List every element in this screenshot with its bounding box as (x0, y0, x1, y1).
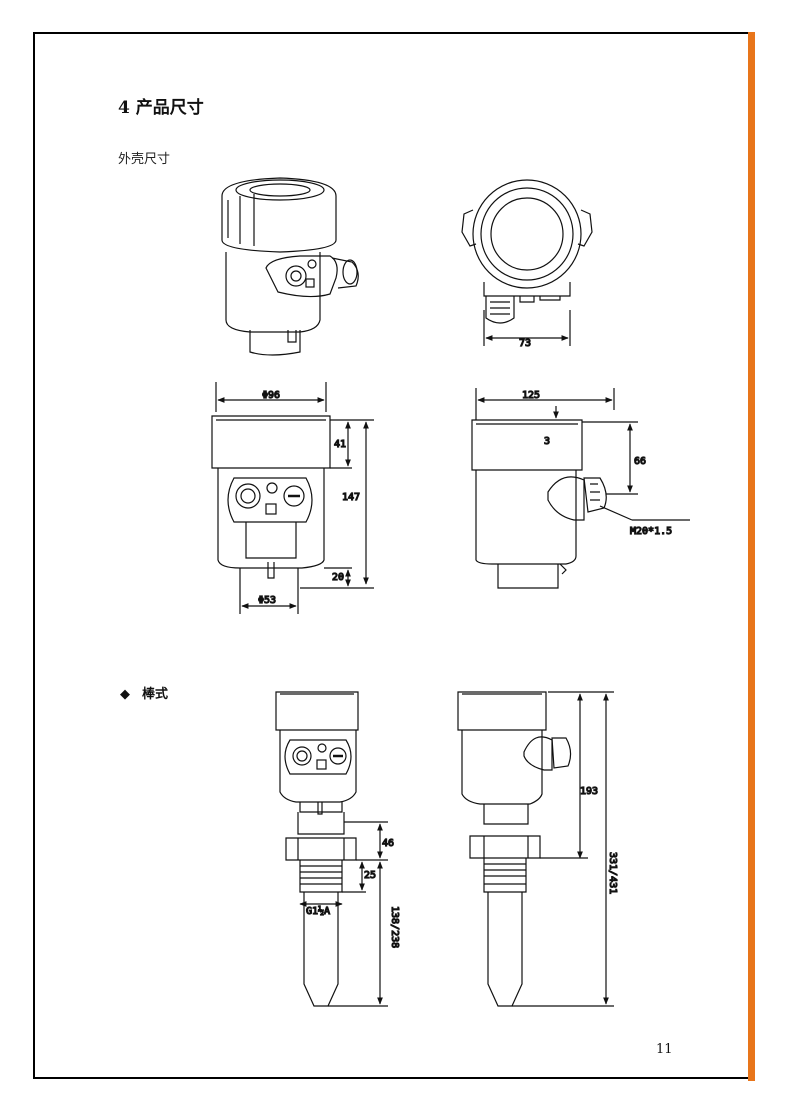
dim-thread-spec: G1½A (306, 905, 330, 917)
housing-perspective-view (221, 177, 359, 356)
dim-cap-height: 41 (334, 439, 346, 450)
rod-front-view (275, 691, 388, 1007)
page-number: 11 (656, 1042, 673, 1057)
dim-diameter-bottom: Φ53 (258, 595, 276, 606)
dim-side-length: 125 (522, 390, 540, 401)
diamond-icon: ◆ (120, 687, 130, 702)
dim-rod-length: 138/238 (389, 906, 400, 948)
dim-diameter-top: Φ96 (262, 390, 280, 401)
dim-total-height: 147 (342, 492, 360, 503)
dim-offset: 3 (544, 436, 550, 447)
dim-width-side: 73 (519, 338, 531, 349)
rod-side-view (457, 691, 614, 1007)
dim-upper-height: 193 (580, 786, 598, 797)
dim-neck-height: 20 (332, 572, 344, 583)
section-title: 4 产品尺寸 (118, 98, 204, 118)
housing-top-view (461, 179, 593, 346)
housing-side-view (471, 388, 690, 589)
bullet-label: 棒式 (142, 687, 169, 702)
dim-total-length: 331/431 (607, 852, 618, 894)
dim-cable-height: 66 (634, 456, 646, 467)
dim-nut-height: 46 (382, 838, 394, 849)
accent-bar (748, 32, 755, 1081)
section-subtitle: 外壳尺寸 (118, 152, 171, 167)
dim-thread: M20*1.5 (630, 526, 672, 537)
housing-front-view (211, 382, 374, 614)
dim-thread-length: 25 (364, 870, 376, 881)
bullet-heading: ◆ 棒式 (120, 683, 168, 702)
